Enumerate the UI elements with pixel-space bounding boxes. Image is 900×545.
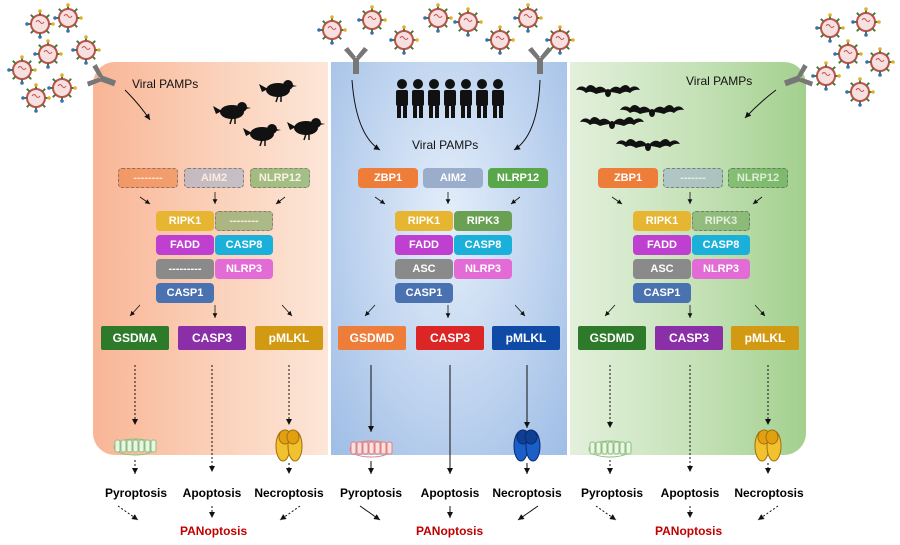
effector-casp3-right: CASP3 [655,326,723,350]
sensor-box-nlrp12-left: NLRP12 [250,168,310,188]
bat-icon [616,139,680,151]
virus-icon [864,46,896,78]
effector-pmlkl-middle: pMLKL [492,326,560,350]
virus-icon [70,34,102,66]
sensor-box-zbp1-right: ZBP1 [598,168,658,188]
gasdermin-pore-icon [588,440,632,458]
bat-icon [620,105,684,117]
virus-icon [850,6,882,38]
virus-icon [316,14,348,46]
virus-icon [46,72,78,104]
complex-box-fadd-middle: FADD [395,235,453,255]
human-group-icon [396,79,504,118]
virus-icon [832,38,864,70]
complex-box-fadd-right: FADD [633,235,691,255]
effector-gsdma-left: GSDMA [101,326,169,350]
virus-icon [422,2,454,34]
bird-icon [242,123,282,147]
complex-box-ripk1-middle: RIPK1 [395,211,453,231]
sensor-box-aim2-left: AIM2 [184,168,244,188]
complex-box-empty-asc-left: --------- [156,259,214,279]
complex-box-asc-middle: ASC [395,259,453,279]
mlkl-pore-icon [513,429,541,462]
viral-pamps-label-middle: Viral PAMPs [412,138,479,152]
complex-box-ripk1-right: RIPK1 [633,211,691,231]
receptor-icon [344,47,368,74]
receptor-icon [528,47,552,74]
complex-box-casp1-left: CASP1 [156,283,214,303]
bird-icon [212,101,252,125]
outcome-necroptosis-left: Necroptosis [254,486,324,500]
outcome-apoptosis-right: Apoptosis [660,486,720,500]
sensor-box-zbp1-middle: ZBP1 [358,168,418,188]
outcome-pyroptosis-middle: Pyroptosis [339,486,402,500]
gasdermin-pore-icon [113,438,157,456]
effector-casp3-middle: CASP3 [416,326,484,350]
complex-box-fadd-left: FADD [156,235,214,255]
complex-box-casp8-right: CASP8 [692,235,750,255]
mlkl-pore-icon [754,429,782,462]
receptor-icon [85,62,120,95]
virus-icon [484,24,516,56]
virus-icon [356,4,388,36]
virus-icon [814,12,846,44]
effector-casp3-left: CASP3 [178,326,246,350]
complex-box-ripk1-left: RIPK1 [156,211,214,231]
sensor-box-aim2-middle: AIM2 [423,168,483,188]
panoptosis-label-middle: PANoptosis [416,524,484,538]
virus-icon [844,76,876,108]
complex-box-casp1-middle: CASP1 [395,283,453,303]
effector-pmlkl-left: pMLKL [255,326,323,350]
virus-icon [6,54,38,86]
virus-icon [32,38,64,70]
effector-pmlkl-right: pMLKL [731,326,799,350]
bird-icon [286,117,326,141]
virus-icon [52,2,84,34]
viral-pamps-label-right: Viral PAMPs [686,74,753,88]
sensor-box-empty-right: ------- [663,168,723,188]
sensor-box-nlrp12-middle: NLRP12 [488,168,548,188]
bat-icon [576,85,640,97]
outcome-apoptosis-left: Apoptosis [182,486,242,500]
effector-gsdmd-middle: GSDMD [338,326,406,350]
outcome-necroptosis-middle: Necroptosis [492,486,562,500]
human-panel [331,62,567,455]
outcome-apoptosis-middle: Apoptosis [420,486,480,500]
bat-panel [570,62,806,455]
complex-box-nlrp3-right: NLRP3 [692,259,750,279]
complex-box-casp1-right: CASP1 [633,283,691,303]
complex-box-casp8-left: CASP8 [215,235,273,255]
outcome-pyroptosis-right: Pyroptosis [580,486,643,500]
complex-box-empty-left: -------- [215,211,273,231]
complex-box-casp8-middle: CASP8 [454,235,512,255]
complex-box-ripk3-right: RIPK3 [692,211,750,231]
virus-icon [452,6,484,38]
complex-box-asc-right: ASC [633,259,691,279]
viral-pamps-label-left: Viral PAMPs [132,77,199,91]
receptor-icon [780,62,815,95]
virus-icon [512,2,544,34]
virus-icon [810,60,842,92]
effector-gsdmd-right: GSDMD [578,326,646,350]
complex-box-nlrp3-left: NLRP3 [215,259,273,279]
virus-icon [24,8,56,40]
outcome-necroptosis-right: Necroptosis [734,486,804,500]
bird-icon [258,79,298,103]
gasdermin-pore-icon [349,440,393,458]
panoptosis-label-left: PANoptosis [180,524,248,538]
sensor-box-nlrp12-right: NLRP12 [728,168,788,188]
complex-box-nlrp3-middle: NLRP3 [454,259,512,279]
virus-icon [388,24,420,56]
bat-icon [580,117,644,129]
sensor-box-empty-left: -------- [118,168,178,188]
complex-box-ripk3-middle: RIPK3 [454,211,512,231]
mlkl-pore-icon [275,429,303,462]
panoptosis-label-right: PANoptosis [655,524,723,538]
outcome-pyroptosis-left: Pyroptosis [104,486,167,500]
virus-icon [20,82,52,114]
